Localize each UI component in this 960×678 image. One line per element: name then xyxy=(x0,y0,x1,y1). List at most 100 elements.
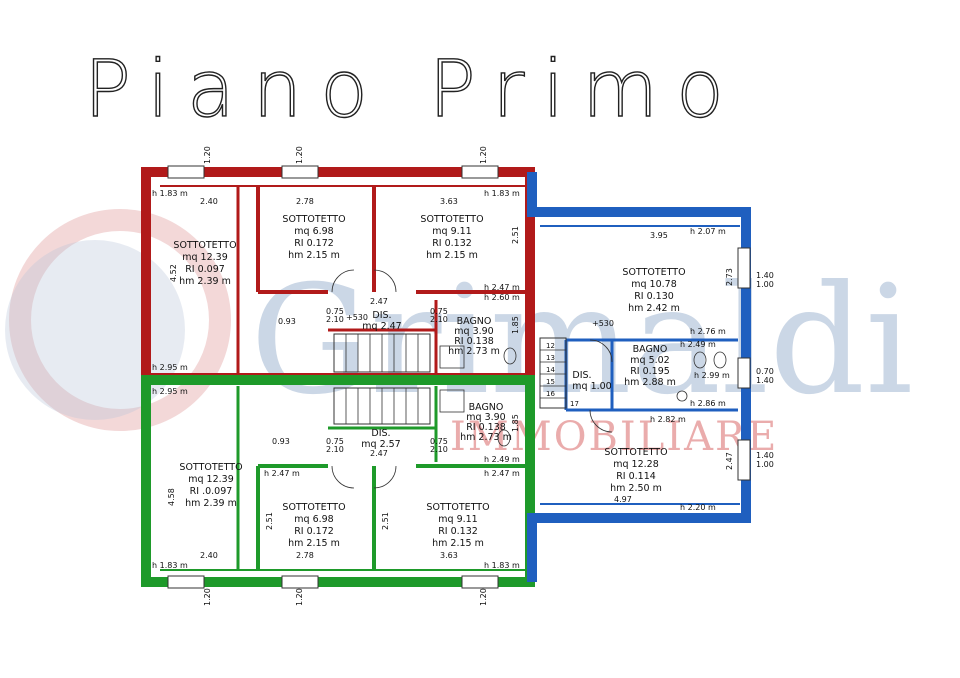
right-unit: 12 13 14 15 16 17 SOTTOTETTO mq 10.78 RI… xyxy=(527,172,774,582)
watermark-sub: IMMOBILIARE xyxy=(450,414,778,460)
window-dim: 1.40 xyxy=(756,271,774,280)
room-height: hm 2.42 m xyxy=(628,303,680,314)
room-ri: RI 0.130 xyxy=(634,291,674,302)
dimension: 3.63 xyxy=(440,197,458,206)
window xyxy=(737,247,751,289)
dimension: 0.93 xyxy=(272,437,290,446)
height-label: h 2.20 m xyxy=(680,503,716,512)
watermark-circle xyxy=(5,240,185,420)
height-label: h 2.95 m xyxy=(152,387,188,396)
room-area: mq 6.98 xyxy=(294,226,333,237)
room-ri: RI 0.132 xyxy=(438,526,478,537)
door-swing xyxy=(589,409,613,433)
height-label: h 2.49 m xyxy=(680,340,716,349)
window-dim: 1.00 xyxy=(756,280,774,289)
height-label: h 2.47 m xyxy=(484,283,520,292)
room-name: DIS. xyxy=(371,428,390,439)
room-area: mq 12.28 xyxy=(613,459,659,470)
stair-step: 17 xyxy=(570,400,579,408)
room-ri: RI 0.172 xyxy=(294,238,334,249)
room-name: BAGNO xyxy=(457,316,492,327)
watermark-ring xyxy=(9,209,231,431)
room-height: hm 2.39 m xyxy=(185,498,237,509)
window xyxy=(281,165,319,179)
room-area: mq 9.11 xyxy=(438,514,477,525)
dimension: 0.93 xyxy=(278,317,296,326)
dimension: 3.95 xyxy=(650,231,668,240)
door-swing xyxy=(331,269,355,293)
room-area: mq 1.00 xyxy=(572,381,611,392)
height-label: h 2.82 m xyxy=(650,415,686,424)
dimension: 1.85 xyxy=(511,414,520,432)
height-label: h 1.83 m xyxy=(152,189,188,198)
room-area: mq 12.39 xyxy=(188,474,234,485)
dimension: 4.58 xyxy=(167,488,176,506)
bathtub xyxy=(439,345,465,369)
window xyxy=(281,575,319,589)
room-area: mq 12.39 xyxy=(182,252,228,263)
height-label: h 2.47 m xyxy=(484,469,520,478)
room-height: hm 2.73 m xyxy=(448,346,500,357)
window-dim: 1.20 xyxy=(203,588,212,606)
window xyxy=(737,357,751,389)
dimension: 4.97 xyxy=(614,495,632,504)
top-unit: SOTTOTETTO mq 12.39 RI 0.097 hm 2.39 m S… xyxy=(141,146,535,383)
room-ri: RI 0.097 xyxy=(185,264,225,275)
window-dim: 1.20 xyxy=(203,146,212,164)
dimension: 2.10 xyxy=(326,315,344,324)
height-label: h 2.86 m xyxy=(690,399,726,408)
plan-title: Piano Primo xyxy=(84,45,742,135)
dimension: 2.10 xyxy=(430,315,448,324)
stair-step: 12 xyxy=(546,342,555,350)
stair-step: 14 xyxy=(546,366,555,374)
dimension: 2.10 xyxy=(430,445,448,454)
window-dim: 1.20 xyxy=(295,146,304,164)
bidet xyxy=(713,351,727,369)
window-dim: 1.40 xyxy=(756,451,774,460)
stair-step: 16 xyxy=(546,390,555,398)
dimension: 0.75 xyxy=(326,437,344,446)
door-swing xyxy=(373,269,397,293)
height-label: h 1.83 m xyxy=(484,561,520,570)
room-name: SOTTOTETTO xyxy=(604,447,667,458)
dimension: 2.47 xyxy=(370,297,388,306)
height-label: h 2.76 m xyxy=(690,327,726,336)
room-name: SOTTOTETTO xyxy=(622,267,685,278)
room-height: hm 2.15 m xyxy=(426,250,478,261)
room-name: SOTTOTETTO xyxy=(420,214,483,225)
dimension: 2.78 xyxy=(296,197,314,206)
dimension: 2.51 xyxy=(511,226,520,244)
room-height: hm 2.88 m xyxy=(624,377,676,388)
room-name: DIS. xyxy=(372,310,391,321)
window-dim: 1.20 xyxy=(295,588,304,606)
stair-step: 13 xyxy=(546,354,555,362)
room-name: DIS. xyxy=(572,370,591,381)
height-label: h 1.83 m xyxy=(152,561,188,570)
dimension: 2.10 xyxy=(326,445,344,454)
door-swing xyxy=(373,465,397,489)
room-name: SOTTOTETTO xyxy=(173,240,236,251)
dimension: 2.73 xyxy=(725,268,734,286)
stairs-right xyxy=(539,337,567,409)
room-ri: RI 0.132 xyxy=(432,238,472,249)
dimension: 4.52 xyxy=(169,264,178,282)
height-label: h 2.99 m xyxy=(694,371,730,380)
room-name: SOTTOTETTO xyxy=(426,502,489,513)
stairs-top xyxy=(333,333,431,373)
window xyxy=(461,165,499,179)
room-area: mq 10.78 xyxy=(631,279,677,290)
room-area: mq 2.57 xyxy=(361,439,400,450)
height-label: h 1.83 m xyxy=(484,189,520,198)
door-swing xyxy=(331,465,355,489)
dimension: 0.75 xyxy=(430,307,448,316)
room-name: BAGNO xyxy=(633,344,668,355)
height-label: h 2.60 m xyxy=(484,293,520,302)
room-height: hm 2.73 m xyxy=(460,432,512,443)
height-label: h 2.07 m xyxy=(690,227,726,236)
window-dim: 1.20 xyxy=(479,588,488,606)
height-label: h 2.47 m xyxy=(264,469,300,478)
dimension: 3.63 xyxy=(440,551,458,560)
window xyxy=(167,575,205,589)
shower xyxy=(676,390,688,402)
